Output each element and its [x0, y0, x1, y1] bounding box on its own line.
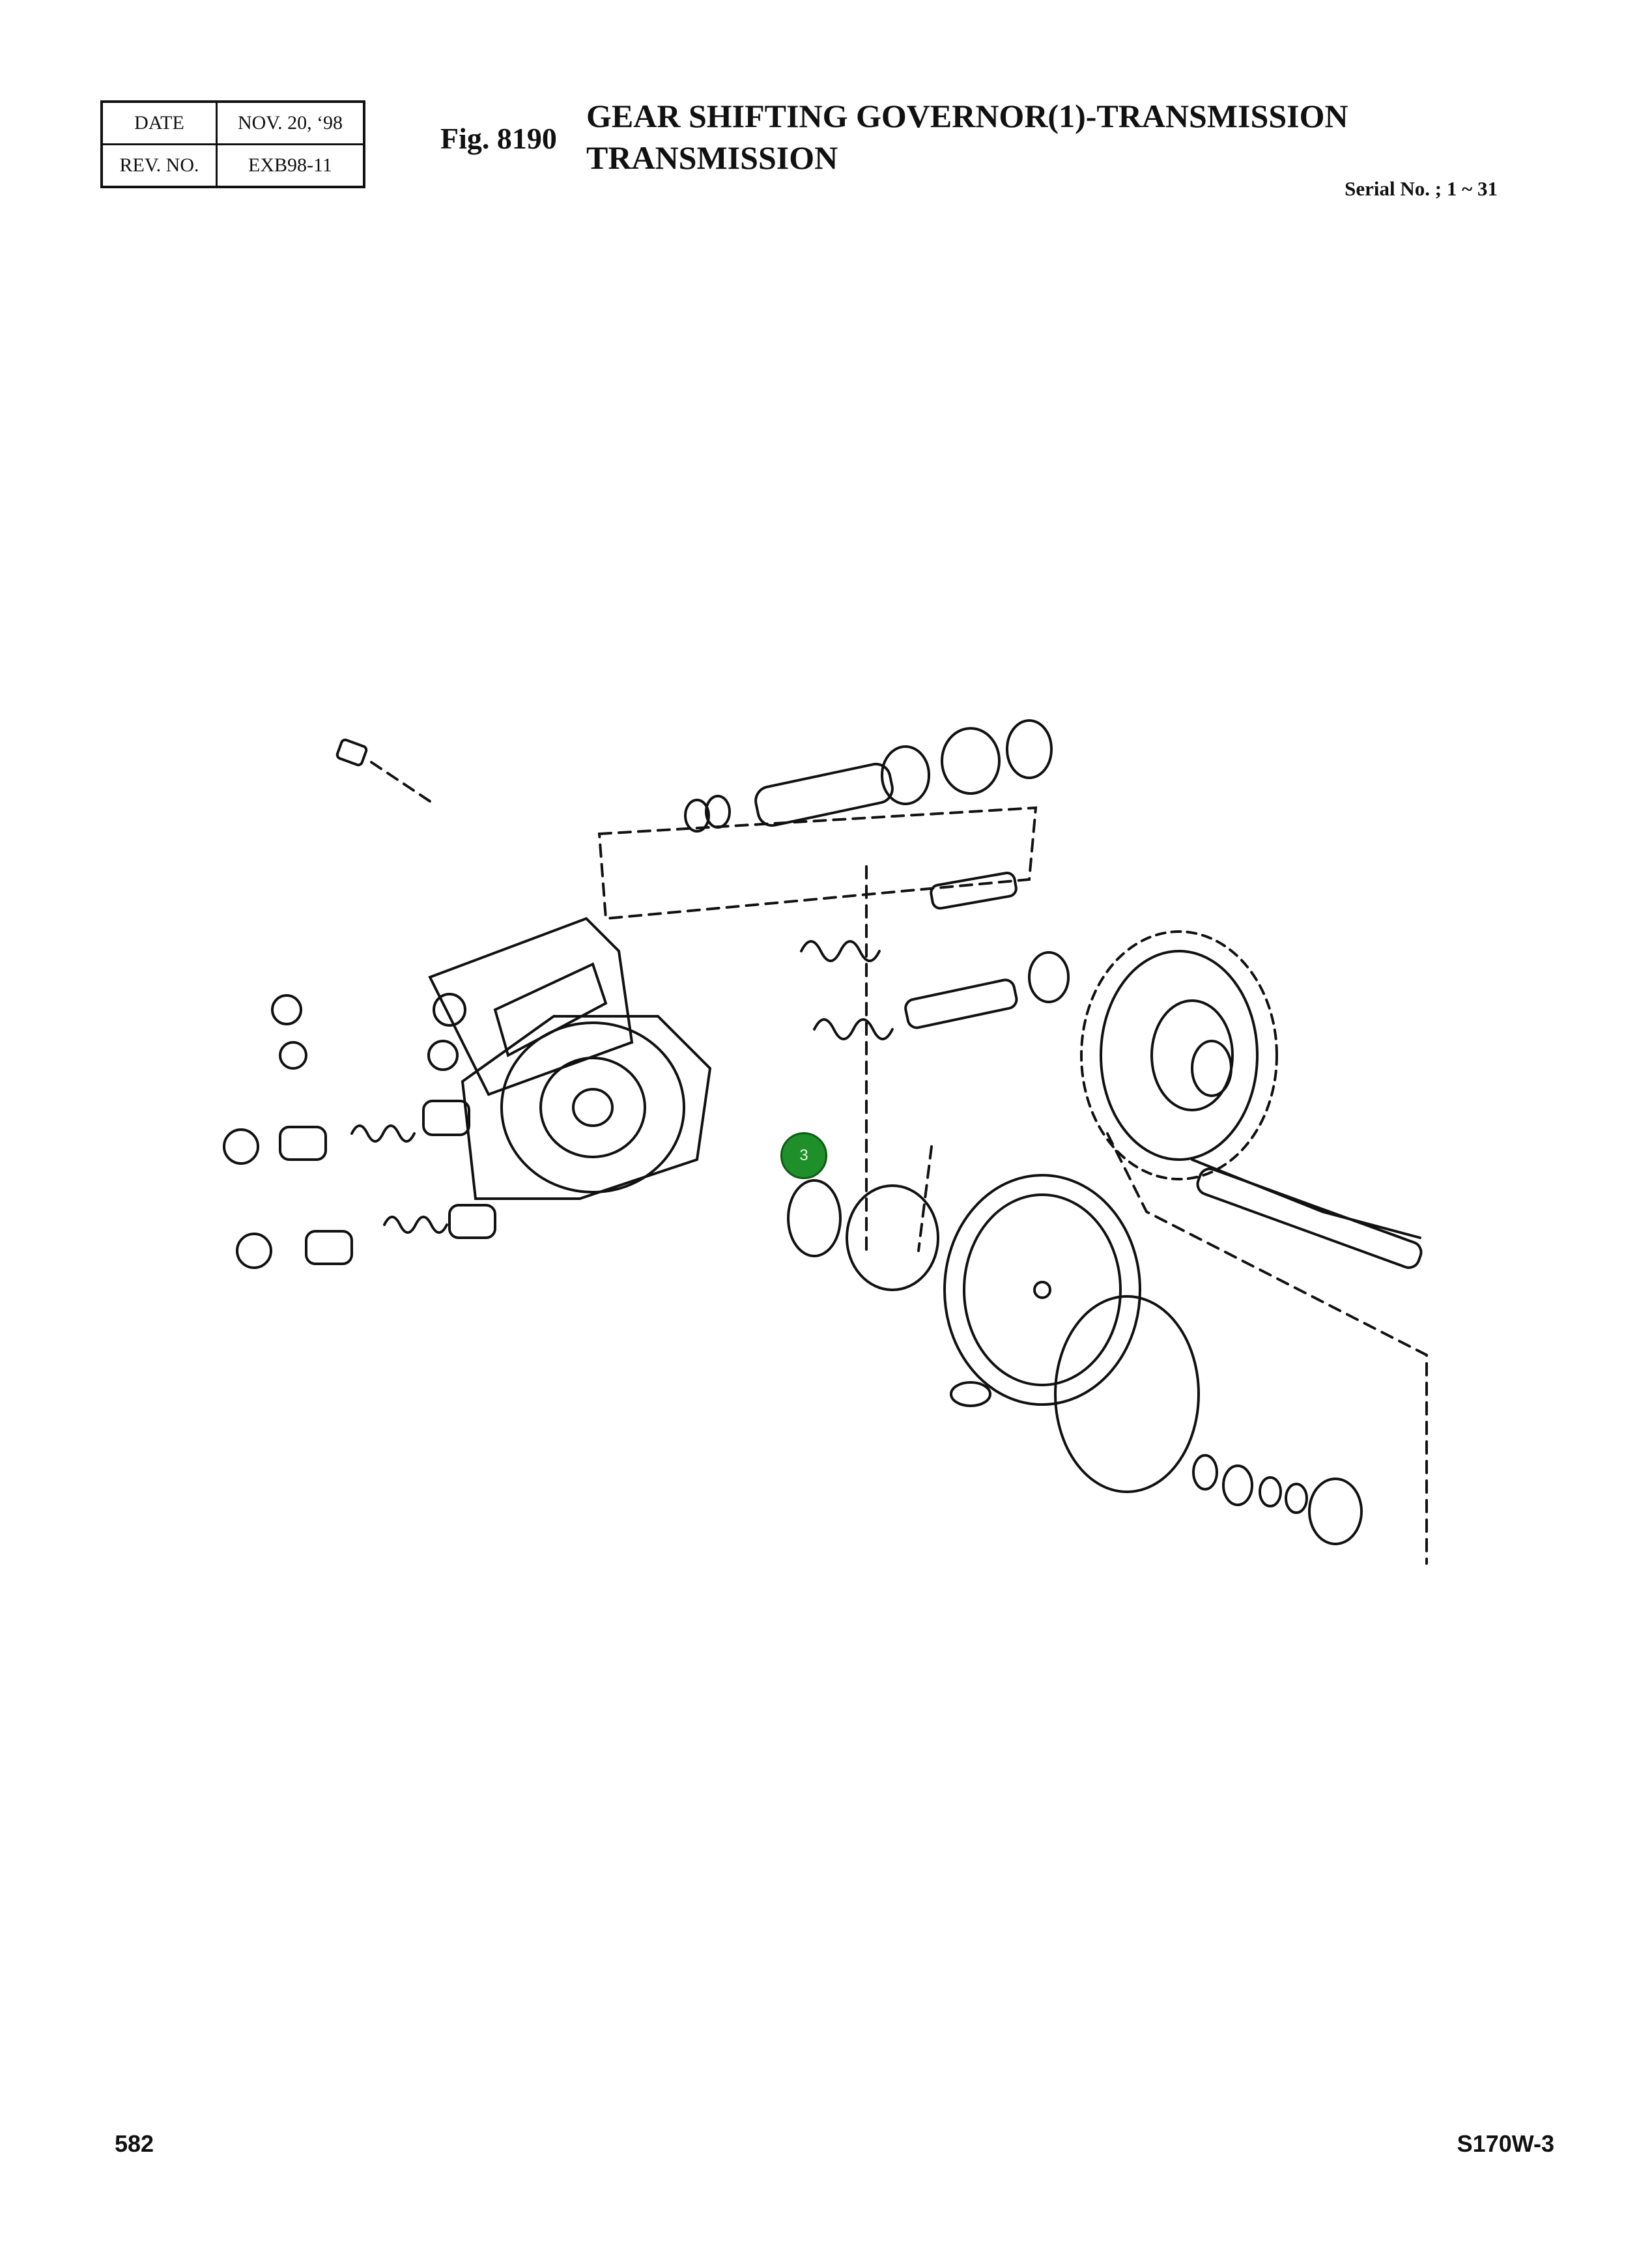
main-plate	[461, 1015, 712, 1200]
exploded-parts-drawing	[223, 719, 1428, 1565]
governor-cover	[787, 1174, 1200, 1493]
revision-table: DATE NOV. 20, ‘98 REV. NO. EXB98-11	[100, 100, 365, 188]
rev-label: REV. NO.	[100, 143, 218, 188]
upper-valve-row	[800, 872, 1070, 1040]
date-value: NOV. 20, ‘98	[216, 100, 365, 145]
left-valve-rows	[223, 738, 496, 1269]
rear-bearing-stack	[865, 865, 1363, 1545]
date-label: DATE	[100, 100, 218, 145]
figure-title-line2: TRANSMISSION	[586, 139, 838, 176]
serial-range: Serial No. ; 1 ~ 31	[1345, 177, 1498, 200]
figure-title: GEAR SHIFTING GOVERNOR(1)-TRANSMISSION T…	[586, 95, 1348, 178]
figure-number: Fig. 8190	[440, 122, 557, 155]
top-spool	[684, 719, 1053, 833]
rev-value: EXB98-11	[216, 143, 365, 188]
part-callout-3[interactable]: 3	[780, 1132, 827, 1179]
page-number: 582	[115, 2130, 154, 2157]
drive-gear	[1080, 930, 1428, 1565]
governor-housing	[427, 917, 634, 1096]
figure-title-line1: GEAR SHIFTING GOVERNOR(1)-TRANSMISSION	[586, 98, 1348, 134]
model-number: S170W-3	[1457, 2130, 1554, 2157]
top-assembly-dash-frame	[597, 806, 1038, 921]
